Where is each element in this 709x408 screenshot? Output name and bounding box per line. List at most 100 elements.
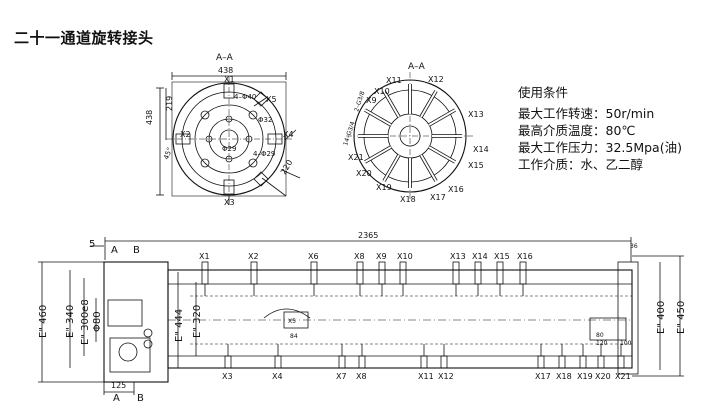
left-port-x5: X5 bbox=[266, 95, 277, 104]
left-port-x1: X1 bbox=[224, 75, 235, 84]
port-x19: X19 bbox=[376, 183, 392, 192]
port-x9: X9 bbox=[366, 96, 377, 105]
left-holes-bottom: 4–Φ29 bbox=[253, 150, 275, 158]
dim-100: 100 bbox=[620, 340, 632, 347]
port-x10: X10 bbox=[374, 87, 390, 96]
dim-left-340: E" 340 bbox=[65, 305, 76, 338]
section-a-top: A bbox=[111, 245, 118, 256]
port-x14: X14 bbox=[473, 145, 489, 154]
thread-label-2: 2–G3/8 bbox=[353, 90, 366, 112]
top-port-label: X13 bbox=[450, 252, 466, 261]
left-section-label: A–A bbox=[216, 53, 234, 63]
radial-port-bore bbox=[383, 154, 400, 182]
top-port-label: X2 bbox=[248, 252, 259, 261]
section-b-bottom: B bbox=[137, 393, 144, 404]
left-dia-29: Φ29 bbox=[222, 145, 236, 153]
port-x13: X13 bbox=[468, 110, 484, 119]
condition-max-pressure: 最大工作压力：32.5Mpa(油) bbox=[518, 140, 682, 155]
port-x11: X11 bbox=[386, 76, 402, 85]
bottom-port-fitting bbox=[440, 355, 448, 369]
radial-port-bore bbox=[428, 109, 456, 126]
top-port-label: X9 bbox=[376, 252, 387, 261]
x5-label: X5 bbox=[288, 318, 296, 325]
bottom-port-label: X4 bbox=[272, 372, 283, 381]
port-x16: X16 bbox=[448, 185, 464, 194]
port-x18: X18 bbox=[400, 195, 416, 204]
bottom-port-label: X21 bbox=[615, 372, 631, 381]
radial-port-bore bbox=[383, 90, 400, 118]
dim-right-400: E" 400 bbox=[656, 301, 667, 334]
left-width-dim: 438 bbox=[218, 66, 233, 75]
left-dia-32: Φ32 bbox=[258, 116, 272, 124]
top-port-label: X16 bbox=[517, 252, 533, 261]
radial-port-bore bbox=[428, 146, 456, 163]
dim-left-460: E" 460 bbox=[38, 305, 49, 338]
dim-left-320: E" 320 bbox=[192, 305, 203, 338]
left-inner-dim: 219 bbox=[165, 96, 174, 111]
bottom-port-label: X8 bbox=[356, 372, 367, 381]
conditions-panel: 使用条件 最大工作转速：50r/min 最高介质温度：80℃ 最大工作压力：32… bbox=[518, 84, 682, 173]
radial-port-bore bbox=[420, 90, 437, 118]
top-port-fitting bbox=[356, 261, 364, 285]
bottom-port-fitting bbox=[579, 355, 587, 369]
top-port-label: X15 bbox=[494, 252, 510, 261]
port-x20: X20 bbox=[356, 169, 372, 178]
top-port-label: X1 bbox=[199, 252, 210, 261]
main-longitudinal-view bbox=[38, 237, 684, 395]
radial-port-bore bbox=[364, 146, 392, 163]
top-port-fitting bbox=[378, 261, 386, 285]
conditions-heading: 使用条件 bbox=[518, 85, 569, 100]
left-section-view bbox=[156, 72, 301, 205]
bottom-port-fitting bbox=[420, 355, 428, 369]
bottom-port-label: X17 bbox=[535, 372, 551, 381]
bottom-port-label: X18 bbox=[556, 372, 572, 381]
page-title: 二十一通道旋转接头 bbox=[14, 29, 154, 47]
bottom-port-fitting bbox=[358, 355, 366, 369]
bottom-port-fitting bbox=[597, 355, 605, 369]
left-dim-220: 220 bbox=[279, 158, 294, 176]
radial-port-bore bbox=[420, 154, 437, 182]
section-b-top: B bbox=[133, 245, 140, 256]
port-x17: X17 bbox=[430, 193, 446, 202]
bottom-port-fitting bbox=[617, 355, 625, 369]
dim-84: 84 bbox=[290, 333, 298, 340]
left-port-x4: X4 bbox=[283, 130, 294, 139]
bottom-port-label: X7 bbox=[336, 372, 347, 381]
left-angle: 45° bbox=[162, 146, 174, 160]
bottom-port-fitting bbox=[537, 355, 545, 369]
top-port-label: X6 bbox=[308, 252, 319, 261]
top-port-fitting bbox=[201, 261, 209, 285]
top-port-fitting bbox=[496, 261, 504, 285]
condition-max-temp: 最高介质温度：80℃ bbox=[518, 123, 636, 138]
dim-left-444: E" 444 bbox=[174, 309, 185, 342]
dim-5: 5 bbox=[89, 239, 95, 250]
bottom-port-fitting bbox=[274, 355, 282, 369]
bottom-port-fitting bbox=[338, 355, 346, 369]
top-port-fitting bbox=[452, 261, 460, 285]
top-port-fitting bbox=[474, 261, 482, 285]
top-port-fitting bbox=[310, 261, 318, 285]
left-holes-top: 4–Φ40 bbox=[234, 93, 256, 101]
dim-36: 36 bbox=[630, 243, 638, 250]
left-port-x3: X3 bbox=[224, 198, 235, 207]
top-port-fitting bbox=[519, 261, 527, 285]
dim-125: 125 bbox=[111, 381, 126, 390]
right-section-view bbox=[346, 72, 474, 200]
section-a-bottom: A bbox=[113, 393, 120, 404]
top-port-fitting bbox=[399, 261, 407, 285]
port-x12: X12 bbox=[428, 75, 444, 84]
bottom-port-label: X3 bbox=[222, 372, 233, 381]
bottom-port-fitting bbox=[558, 355, 566, 369]
bottom-port-label: X19 bbox=[577, 372, 593, 381]
condition-max-speed: 最大工作转速：50r/min bbox=[518, 106, 655, 121]
left-height-dim: 438 bbox=[145, 110, 154, 125]
dim-80: 80 bbox=[596, 332, 604, 339]
dim-right-450: E" 450 bbox=[676, 301, 687, 334]
total-length-dim: 2365 bbox=[358, 231, 378, 240]
top-port-label: X14 bbox=[472, 252, 488, 261]
dim-left-300: E" 300e8 bbox=[80, 299, 91, 345]
condition-medium: 工作介质：水、乙二醇 bbox=[518, 157, 644, 172]
bottom-port-label: X20 bbox=[595, 372, 611, 381]
top-port-fitting bbox=[250, 261, 258, 285]
bottom-port-fitting bbox=[224, 355, 232, 369]
